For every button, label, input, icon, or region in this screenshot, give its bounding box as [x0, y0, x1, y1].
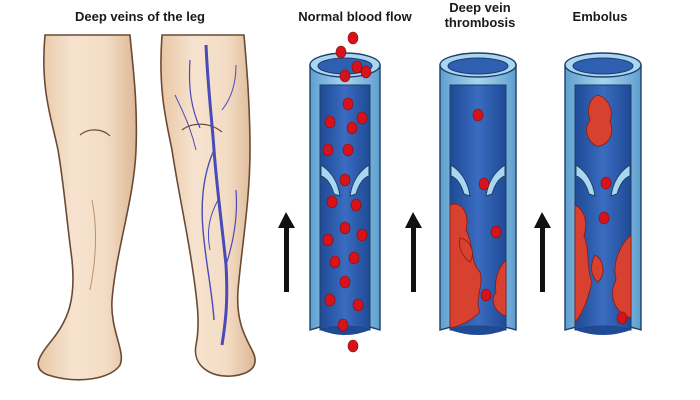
dvt-title: Deep vein thrombosis: [444, 0, 516, 30]
valve-icon: [610, 164, 631, 197]
deep-vein: [204, 44, 229, 346]
valve-icon: [320, 164, 341, 197]
valve-icon: [575, 164, 596, 197]
normal-flow-title: Normal blood flow: [298, 9, 412, 24]
right-leg: [160, 34, 256, 377]
vessel-dvt: [439, 52, 517, 335]
valve-icon: [450, 164, 471, 197]
vessel-embolus: [564, 52, 642, 335]
up-arrow-icon: [278, 212, 295, 292]
up-arrow-icon: [405, 212, 422, 292]
valve-icon: [349, 164, 370, 197]
legs-title: Deep veins of the leg: [74, 9, 206, 24]
blood-cell-icon: [598, 176, 628, 325]
up-arrow-icon: [534, 212, 551, 292]
vessel-normal: [309, 31, 381, 353]
left-leg: [37, 34, 138, 381]
valve-icon: [485, 164, 506, 197]
blood-cell-icon: [472, 108, 502, 302]
blood-cell-icon: [322, 31, 372, 353]
clot-icon: [449, 203, 507, 329]
embolus-title: Embolus: [572, 9, 628, 24]
